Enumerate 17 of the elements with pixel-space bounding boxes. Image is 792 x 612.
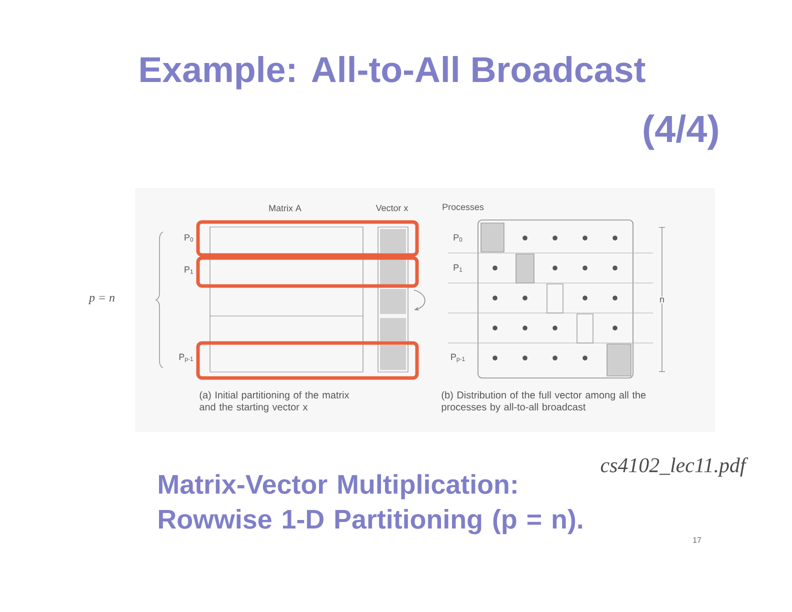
row-label: P$_{0}$ xyxy=(184,234,194,242)
row-label: P$_{p-1}$ xyxy=(451,354,465,362)
slide-caption: Matrix-Vector Multiplication: Rowwise 1-D Partitioning (p = n). xyxy=(159,474,582,534)
row-label: P$_{1}$ xyxy=(454,264,462,272)
panel-caption: (b) Distribution of the full vector among all the processes by all-to-all broadcast xyxy=(442,391,646,412)
column-heading: Processes xyxy=(442,204,484,210)
file-name: cs4102_lec11.pdf xyxy=(600,457,748,477)
column-heading: Matrix A xyxy=(269,204,302,212)
part-number: (4/4) xyxy=(644,114,718,150)
dimension-label: n xyxy=(658,296,666,304)
row-label: P$_{1}$ xyxy=(184,266,194,274)
brace-label: p = n xyxy=(88,296,115,304)
panel-caption: (a) Initial partitioning of the matrix and the starting vector x xyxy=(200,391,350,412)
column-heading: Vector x xyxy=(376,204,408,212)
row-label: P$_{p-1}$ xyxy=(179,354,194,362)
row-label: P$_{0}$ xyxy=(454,234,462,242)
slide-title: Example: All-to-All Broadcast xyxy=(140,56,646,90)
